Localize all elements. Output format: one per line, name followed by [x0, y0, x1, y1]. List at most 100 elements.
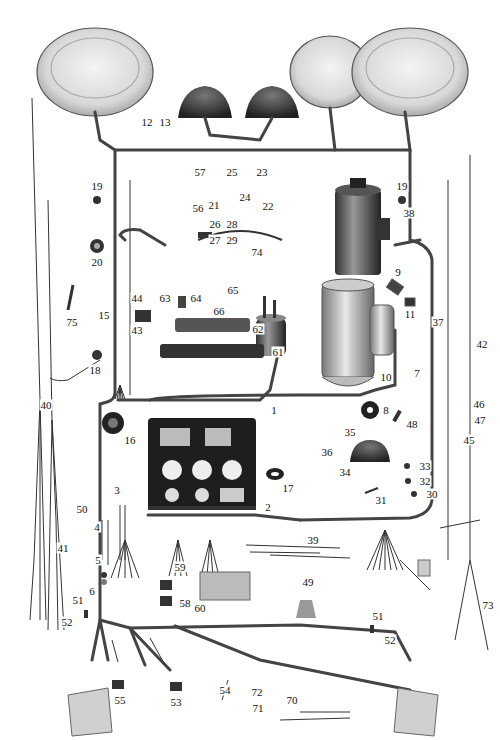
- callout-number: 16: [124, 435, 137, 446]
- wire: [385, 530, 403, 570]
- callout-number: 11: [404, 309, 417, 320]
- callout-number: 31: [375, 495, 388, 506]
- callout-number: 52: [61, 617, 74, 628]
- callout-number: 10: [380, 372, 393, 383]
- callout-number: 22: [262, 201, 275, 212]
- wire: [379, 530, 385, 570]
- callout-number: 33: [419, 461, 432, 472]
- callout-number: 65: [227, 285, 240, 296]
- wire: [125, 540, 126, 578]
- callout-number: 7: [413, 368, 421, 379]
- wire: [111, 540, 125, 578]
- callout-number: 56: [192, 203, 205, 214]
- callout-number: 42: [476, 339, 489, 350]
- generator: [335, 178, 390, 275]
- wire: [118, 540, 125, 578]
- wire: [385, 530, 386, 570]
- wire: [207, 540, 210, 576]
- callout-number: 20: [91, 257, 104, 268]
- callout-number: 59: [174, 562, 187, 573]
- callout-number: 8: [382, 405, 390, 416]
- callout-number: 44: [131, 293, 144, 304]
- callout-number: 51: [372, 611, 385, 622]
- callout-number: 38: [403, 208, 416, 219]
- callout-number: 49: [302, 577, 315, 588]
- small-parts: [68, 196, 417, 691]
- callout-number: 32: [419, 476, 432, 487]
- fuse-block: [135, 232, 264, 358]
- callout-number: 61: [272, 347, 285, 358]
- callout-number: 71: [252, 703, 265, 714]
- callout-number: 72: [251, 687, 264, 698]
- callout-number: 12: [141, 117, 154, 128]
- callout-number: 35: [344, 427, 357, 438]
- starter: [322, 279, 415, 386]
- callout-number: 17: [282, 483, 295, 494]
- callout-number: 66: [213, 306, 226, 317]
- wire: [125, 540, 139, 578]
- callout-number: 70: [286, 695, 299, 706]
- callout-number: 13: [159, 117, 172, 128]
- callout-number: 73: [482, 600, 495, 611]
- callout-number: 9: [394, 267, 402, 278]
- callout-number: 37: [432, 317, 445, 328]
- wire: [373, 530, 385, 570]
- wire: [201, 540, 210, 576]
- harness: [92, 108, 432, 690]
- wire: [367, 530, 385, 570]
- wires: [30, 98, 488, 720]
- callout-number: 62: [252, 324, 265, 335]
- callout-number: 30: [426, 489, 439, 500]
- callout-number: 75: [66, 317, 79, 328]
- callout-number: 3: [113, 485, 121, 496]
- wire: [119, 385, 120, 399]
- callout-number: 50: [76, 504, 89, 515]
- callout-number: 6: [88, 586, 96, 597]
- callout-number: 5: [94, 555, 102, 566]
- callout-number: 43: [131, 325, 144, 336]
- callout-number: 26: [209, 219, 222, 230]
- callout-number: 18: [89, 365, 102, 376]
- callout-number: 45: [463, 435, 476, 446]
- callout-number: 4: [93, 522, 101, 533]
- control-box: [148, 418, 256, 510]
- callout-number: 19: [91, 181, 104, 192]
- callout-number: 48: [406, 419, 419, 430]
- callout-number: 74: [251, 247, 264, 258]
- wire: [125, 540, 132, 578]
- wire: [117, 385, 120, 399]
- callout-number: 39: [307, 535, 320, 546]
- callout-number: 23: [256, 167, 269, 178]
- tail-lamps: [68, 560, 438, 736]
- callout-number: 54: [219, 685, 232, 696]
- wire: [115, 385, 120, 399]
- callout-number: 29: [226, 235, 239, 246]
- callout-number: 46: [473, 399, 486, 410]
- callout-number: 58: [179, 598, 192, 609]
- callout-number: 27: [209, 235, 222, 246]
- callout-number: 2: [264, 502, 272, 513]
- callout-number: 41: [57, 543, 70, 554]
- callout-number: 40: [40, 400, 53, 411]
- callout-number: 53: [170, 697, 183, 708]
- callout-number: 60: [194, 603, 207, 614]
- callout-number: 63: [159, 293, 172, 304]
- callout-number: 47: [474, 415, 487, 426]
- callout-number: 19: [396, 181, 409, 192]
- callout-number: 24: [239, 192, 252, 203]
- wire: [210, 540, 219, 576]
- callout-number: 34: [339, 467, 352, 478]
- horns: [178, 86, 299, 118]
- callout-number: 21: [208, 200, 221, 211]
- callout-number: 52: [384, 635, 397, 646]
- callout-number: 28: [226, 219, 239, 230]
- callout-number: 1: [270, 405, 278, 416]
- wire: [385, 530, 397, 570]
- callout-number: 15: [98, 310, 111, 321]
- wire: [120, 385, 125, 399]
- callout-number: 64: [190, 293, 203, 304]
- callout-number: 55: [114, 695, 127, 706]
